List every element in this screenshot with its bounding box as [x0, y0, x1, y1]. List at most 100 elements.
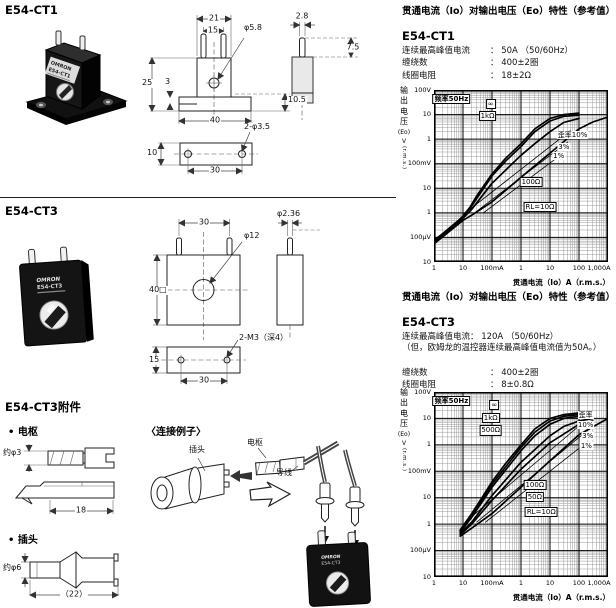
spec-row: 缠绕数： 400±2圈 [402, 58, 539, 69]
y-tick-label: 100µV [410, 232, 431, 241]
dim-label: 7.5 [345, 42, 361, 53]
ct3-photo-art: OMRON E54-CT3 [19, 246, 94, 347]
y-axis-label: 输出电压(Eo)V(r.m.s.) [397, 388, 411, 472]
chart-annotation: 频率50Hz [432, 396, 471, 407]
dim-label: 2-M3（深4） [238, 333, 290, 343]
spec-row: 缠绕数： 400±2圈 [402, 368, 539, 378]
series-500Ω [459, 415, 580, 533]
x-tick-label: 10 [458, 264, 468, 272]
section2-specs: 缠绕数： 400±2圈 线圈电阻： 8±0.8Ω [402, 367, 614, 392]
dim-label: φ12 [243, 231, 261, 241]
svg-text:OMRON: OMRON [36, 276, 60, 284]
insert-arrow-icon [230, 470, 252, 482]
spec-row: 连续最高峰值电流： 50A （50/60Hz） [402, 46, 573, 56]
dim-label: 30 [197, 375, 211, 386]
dim-label: 约φ3 [2, 448, 23, 458]
y-tick-label: 1 [426, 134, 431, 143]
chart-annotation: ∞ [485, 98, 496, 109]
accessories-heading: E54-CT3附件 [5, 400, 81, 414]
y-tick-label: 10 [422, 183, 431, 192]
wire-plug [345, 486, 365, 527]
x-tick-label: 1 [518, 579, 524, 587]
dim-label: 约φ6 [2, 563, 23, 573]
armature-bullet: • 电枢 [8, 427, 38, 438]
chart-ct3-xlabel: 贯通电流（Io）A（r.m.s.） [512, 593, 610, 602]
dim-label: 30 [208, 165, 222, 176]
ct1-dimension-drawing: 21 15 φ5.8 25 3 40 10.5 2.8 7.5 10 30 2-… [140, 8, 390, 194]
dim-label: φ2.36 [276, 209, 302, 219]
dim-label: （22） [59, 589, 89, 600]
chart-annotation: 1% [552, 152, 566, 161]
series-100Ω [459, 417, 594, 535]
chart-annotation: 频率50Hz [432, 93, 471, 104]
plug-bullet: • 插头 [8, 535, 38, 546]
x-tick-label: 1,000A [587, 579, 611, 587]
y-tick-label: 1 [426, 208, 431, 217]
dim-label: 40□ [148, 285, 168, 295]
y-axis-label: 输出电压(Eo)V(r.m.s.) [397, 86, 411, 170]
x-tick-label: 1,000A [587, 264, 611, 272]
dim-label: 15 [206, 25, 220, 36]
accessories-art [14, 444, 119, 599]
y-tick-label: 10 [422, 110, 431, 119]
x-tick-label: 1 [518, 264, 524, 272]
y-tick-label: 100mV [407, 159, 431, 168]
chart-annotation: 1kΩ [481, 413, 500, 424]
dim-label: 30 [197, 217, 211, 228]
chart-annotation: 1kΩ [478, 110, 497, 121]
connection-heading: 〈连接例子〉 [146, 427, 206, 438]
accessories-drawing: 约φ3 18 约φ6 （22） [2, 440, 137, 608]
chart-annotation: ∞ [489, 400, 500, 411]
dim-label: 2-φ3.5 [243, 122, 271, 132]
y-tick-label: 1 [426, 519, 431, 528]
x-tick-label: 100mA [480, 579, 504, 587]
series-∞ [459, 412, 580, 531]
chart-annotation: 100Ω [519, 176, 543, 188]
chart-annotation: 100Ω [523, 480, 547, 491]
section1-model: E54-CT1 [402, 29, 455, 43]
x-tick-label: 100mA [480, 264, 504, 272]
ct3-photo: OMRON E54-CT3 [10, 246, 98, 352]
chart-annotation: 歪率10% [556, 130, 589, 139]
y-tick-label: 100µV [410, 546, 431, 555]
svg-text:E54-CT3: E54-CT3 [321, 560, 340, 567]
ct3-dimension-drawing: 30 φ12 40□ φ2.36 15 30 2-M3（深4） [148, 209, 393, 392]
y-tick-label: 1 [426, 440, 431, 449]
direction-arrow-icon [249, 481, 292, 508]
dim-label: 18 [74, 505, 88, 516]
section1-specs: 连续最高峰值电流： 50A （50/60Hz） 缠绕数： 400±2圈 线圈电阻… [402, 45, 614, 82]
x-tick-label: 10 [545, 579, 555, 587]
terminal-pin [79, 35, 86, 51]
y-tick-label: 10 [422, 572, 431, 581]
plug-callout: 插头 [189, 445, 205, 454]
spec-row: 线圈电阻： 18±2Ω [402, 70, 532, 81]
section2-note: （但，欧姆龙的温控器连续最高峰值电流值为50A。） [402, 343, 602, 353]
section2-current-spec: 连续最高峰值电流： 120A （50/60Hz） [402, 332, 559, 342]
chart-annotation: 歪率 [577, 411, 594, 420]
x-tick-label: 10 [458, 579, 468, 587]
chart-annotation: 10% [576, 421, 595, 430]
svg-text:OMRON: OMRON [321, 554, 341, 561]
terminal-pin [55, 30, 62, 46]
ct3-heading: E54-CT3 [5, 204, 58, 218]
dim-label: 25 [141, 78, 154, 88]
y-tick-label: 10 [422, 413, 431, 422]
x-tick-label: 100 [572, 264, 586, 272]
svg-text:E54-CT3: E54-CT3 [37, 283, 63, 291]
wire-plug [315, 482, 335, 523]
spec-row: 线圈电阻： 8±0.8Ω [402, 380, 534, 391]
y-tick-label: 100mV [407, 466, 431, 475]
ct1-photo-art: OMRON E54-CT1 [25, 30, 128, 125]
ct1-heading: E54-CT1 [5, 3, 58, 17]
chart-ct1-xlabel: 贯通电流（Io）A（r.m.s.） [512, 278, 610, 287]
connection-example: OMRON E54-CT3 插头 电枢 导线 [138, 438, 398, 608]
wire-callout: 导线 [276, 468, 292, 477]
dim-label: 3 [164, 77, 172, 87]
chart-annotation: 500Ω [479, 425, 503, 436]
chart-annotation: RL=10Ω [523, 201, 557, 212]
y-tick-label: 100V [414, 85, 431, 94]
dim-label: 10 [146, 148, 159, 158]
section-divider [0, 197, 396, 198]
